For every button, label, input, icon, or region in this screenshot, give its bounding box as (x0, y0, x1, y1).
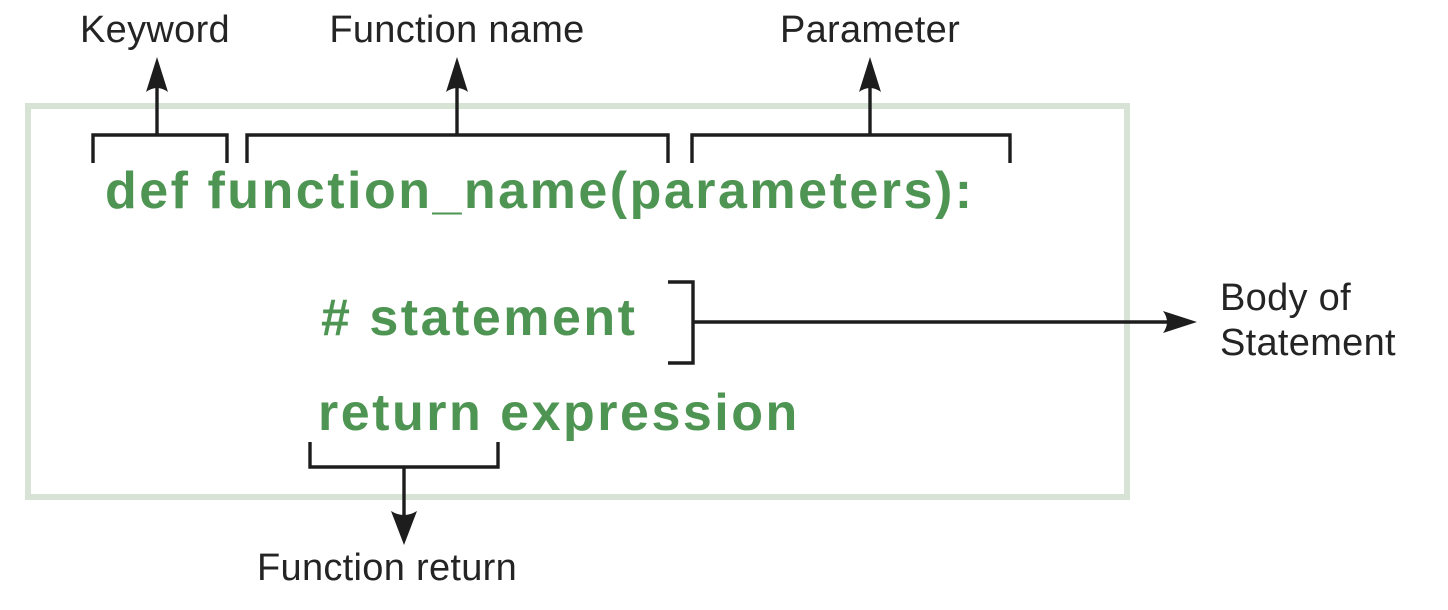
function-name-label: Function name (329, 9, 585, 51)
keyword-label: Keyword (80, 9, 230, 51)
code-line-definition: def function_name(parameters): (105, 162, 975, 220)
body-arrow-right-icon (693, 311, 1197, 333)
body-of-statement-label-line1: Body of (1220, 277, 1351, 319)
function-name-bracket (245, 133, 670, 163)
parameter-label: Parameter (779, 9, 961, 51)
function-return-label: Function return (257, 547, 518, 589)
keyword-arrow-up-icon (146, 57, 168, 135)
return-arrow-down-icon (391, 467, 417, 545)
body-of-statement-label: Body of Statement (1220, 276, 1396, 366)
return-bracket (308, 442, 500, 469)
parameter-bracket (690, 133, 1012, 163)
function-name-arrow-up-icon (446, 57, 468, 135)
code-box (25, 103, 1130, 500)
body-of-statement-label-line2: Statement (1220, 322, 1396, 364)
keyword-bracket (91, 133, 229, 163)
code-line-statement: # statement (321, 289, 638, 347)
code-line-return: return expression (318, 384, 800, 442)
statement-bracket (668, 280, 695, 365)
parameter-arrow-up-icon (859, 57, 881, 135)
